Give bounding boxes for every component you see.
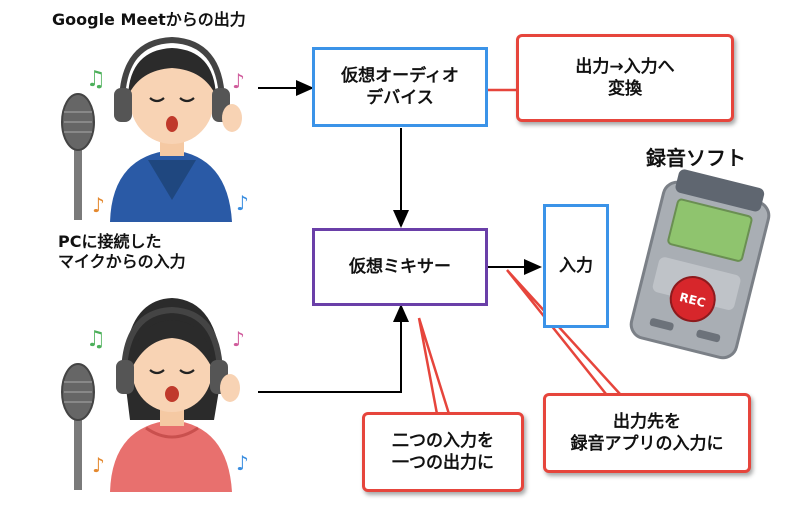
virtual-mixer-box: 仮想ミキサー: [312, 228, 488, 306]
virtual-audio-device-box: 仮想オーディオ デバイス: [312, 47, 488, 127]
music-note-icon: ♪: [92, 193, 105, 217]
music-note-icon: ♪: [232, 69, 245, 93]
arrow-mic-to-mixer: [258, 304, 409, 393]
music-note-icon: ♫: [86, 327, 106, 352]
music-note-icon: ♪: [232, 327, 245, 351]
callout-convert: 出力→入力へ 変換: [516, 34, 734, 122]
label-pc-mic-input: PCに接続した マイクからの入力: [58, 232, 186, 271]
music-note-icon: ♪: [236, 451, 249, 475]
label-recording-software: 録音ソフト: [646, 146, 746, 170]
callout-route: 出力先を 録音アプリの入力に: [543, 393, 751, 473]
music-note-icon: ♪: [92, 453, 105, 477]
music-note-icon: ♪: [236, 191, 249, 215]
label-google-meet-output: Google Meetからの出力: [52, 10, 246, 29]
music-note-icon: ♫: [86, 67, 106, 92]
recorder-input-box: 入力: [543, 204, 609, 328]
callout-pointer-route: [506, 269, 621, 395]
callout-pointer-merge: [417, 317, 451, 415]
callout-merge: 二つの入力を 一つの出力に: [362, 412, 524, 492]
rec-badge: REC: [678, 290, 707, 310]
